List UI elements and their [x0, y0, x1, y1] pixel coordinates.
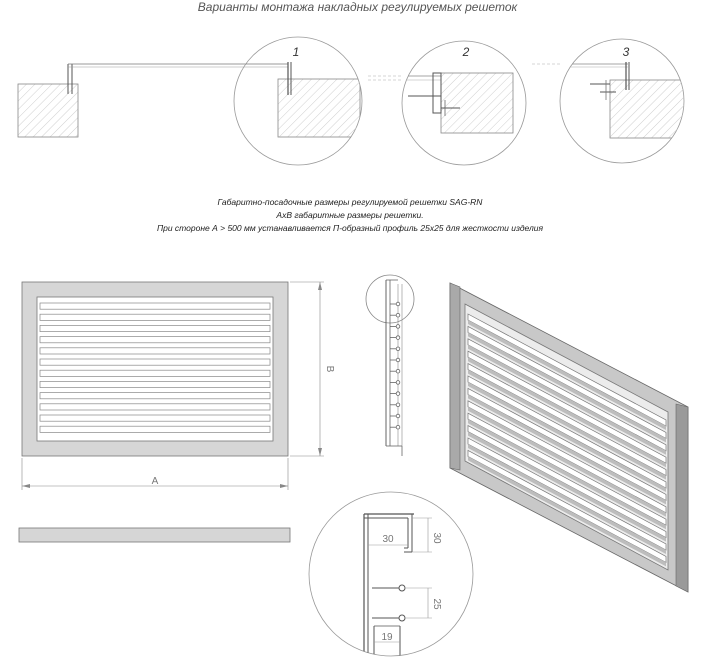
grille-blade: [39, 313, 271, 321]
dimension-b: B: [290, 281, 335, 457]
note-line: Габаритно-посадочные размеры регулируемо…: [217, 197, 483, 207]
grille-blade: [39, 369, 271, 377]
note-line: АхВ габаритные размеры решетки.: [276, 210, 424, 220]
blade-set: [39, 302, 271, 433]
blade-section: [390, 369, 401, 374]
notes: Габаритно-посадочные размеры регулируемо…: [0, 196, 700, 235]
variant-1-detail: 1: [233, 36, 363, 166]
iso-blade-shadow: [468, 320, 666, 430]
profile-detail: 30 30 25 19: [308, 491, 474, 657]
note-line: При стороне А > 500 мм устанавливается П…: [156, 223, 544, 233]
grille-bottom-view: [18, 527, 291, 543]
dimension-label-a: A: [152, 476, 159, 487]
variant-number: 2: [462, 45, 470, 59]
dimension-a: A: [21, 458, 289, 490]
iso-blade-shadow: [468, 394, 666, 505]
blade-section: [390, 313, 401, 318]
iso-blade-shadow: [468, 444, 666, 554]
dimension-label-b: B: [324, 366, 335, 373]
grille-blade: [39, 347, 271, 355]
dimension-pitch: 25: [431, 598, 442, 610]
iso-blade-shadow: [468, 431, 666, 542]
grille-side-section: [365, 274, 415, 456]
grille-blade: [39, 358, 271, 366]
grille-blade: [39, 302, 271, 310]
variant-number: 1: [293, 45, 300, 59]
iso-blade-shadow: [468, 369, 666, 480]
iso-blade-shadow: [468, 332, 666, 443]
grille-blade: [39, 425, 271, 433]
variant-2-detail: 2: [368, 40, 527, 166]
variant-3-detail: 3: [532, 38, 685, 164]
blade-section: [390, 335, 401, 340]
iso-blade-shadow: [468, 344, 666, 455]
iso-blade-shadow: [468, 456, 666, 567]
grille-blade: [39, 403, 271, 411]
page-title: Варианты монтажа накладных регулируемых …: [197, 0, 518, 14]
iso-blade-shadow: [468, 406, 666, 517]
dimension-blade: 19: [381, 632, 393, 643]
blade-section: [390, 425, 401, 430]
iso-blade-shadow: [468, 357, 666, 468]
iso-blade-shadow: [468, 419, 666, 530]
blade-section: [390, 346, 401, 351]
blade-section: [390, 357, 401, 363]
variant-number: 3: [623, 45, 630, 59]
iso-blade-shadow: [468, 382, 666, 492]
isometric-blade-set: [467, 313, 667, 567]
grille-blade: [39, 392, 271, 400]
dimension-width: 30: [382, 534, 394, 545]
grille-isometric-view: [449, 282, 689, 593]
grille-blade: [39, 325, 271, 332]
grille-blade: [39, 336, 271, 344]
blade-section: [390, 402, 401, 407]
blade-section: [390, 301, 401, 307]
blade-section: [390, 380, 401, 385]
blade-section-set: [390, 301, 401, 430]
blade-section: [390, 413, 401, 419]
blade-section: [390, 324, 401, 329]
mounting-overview: [17, 63, 290, 138]
grille-front-view: [21, 281, 289, 457]
grille-blade: [39, 381, 271, 388]
grille-blade: [39, 414, 271, 422]
dimension-height: 30: [431, 532, 442, 544]
blade-section: [390, 391, 401, 396]
